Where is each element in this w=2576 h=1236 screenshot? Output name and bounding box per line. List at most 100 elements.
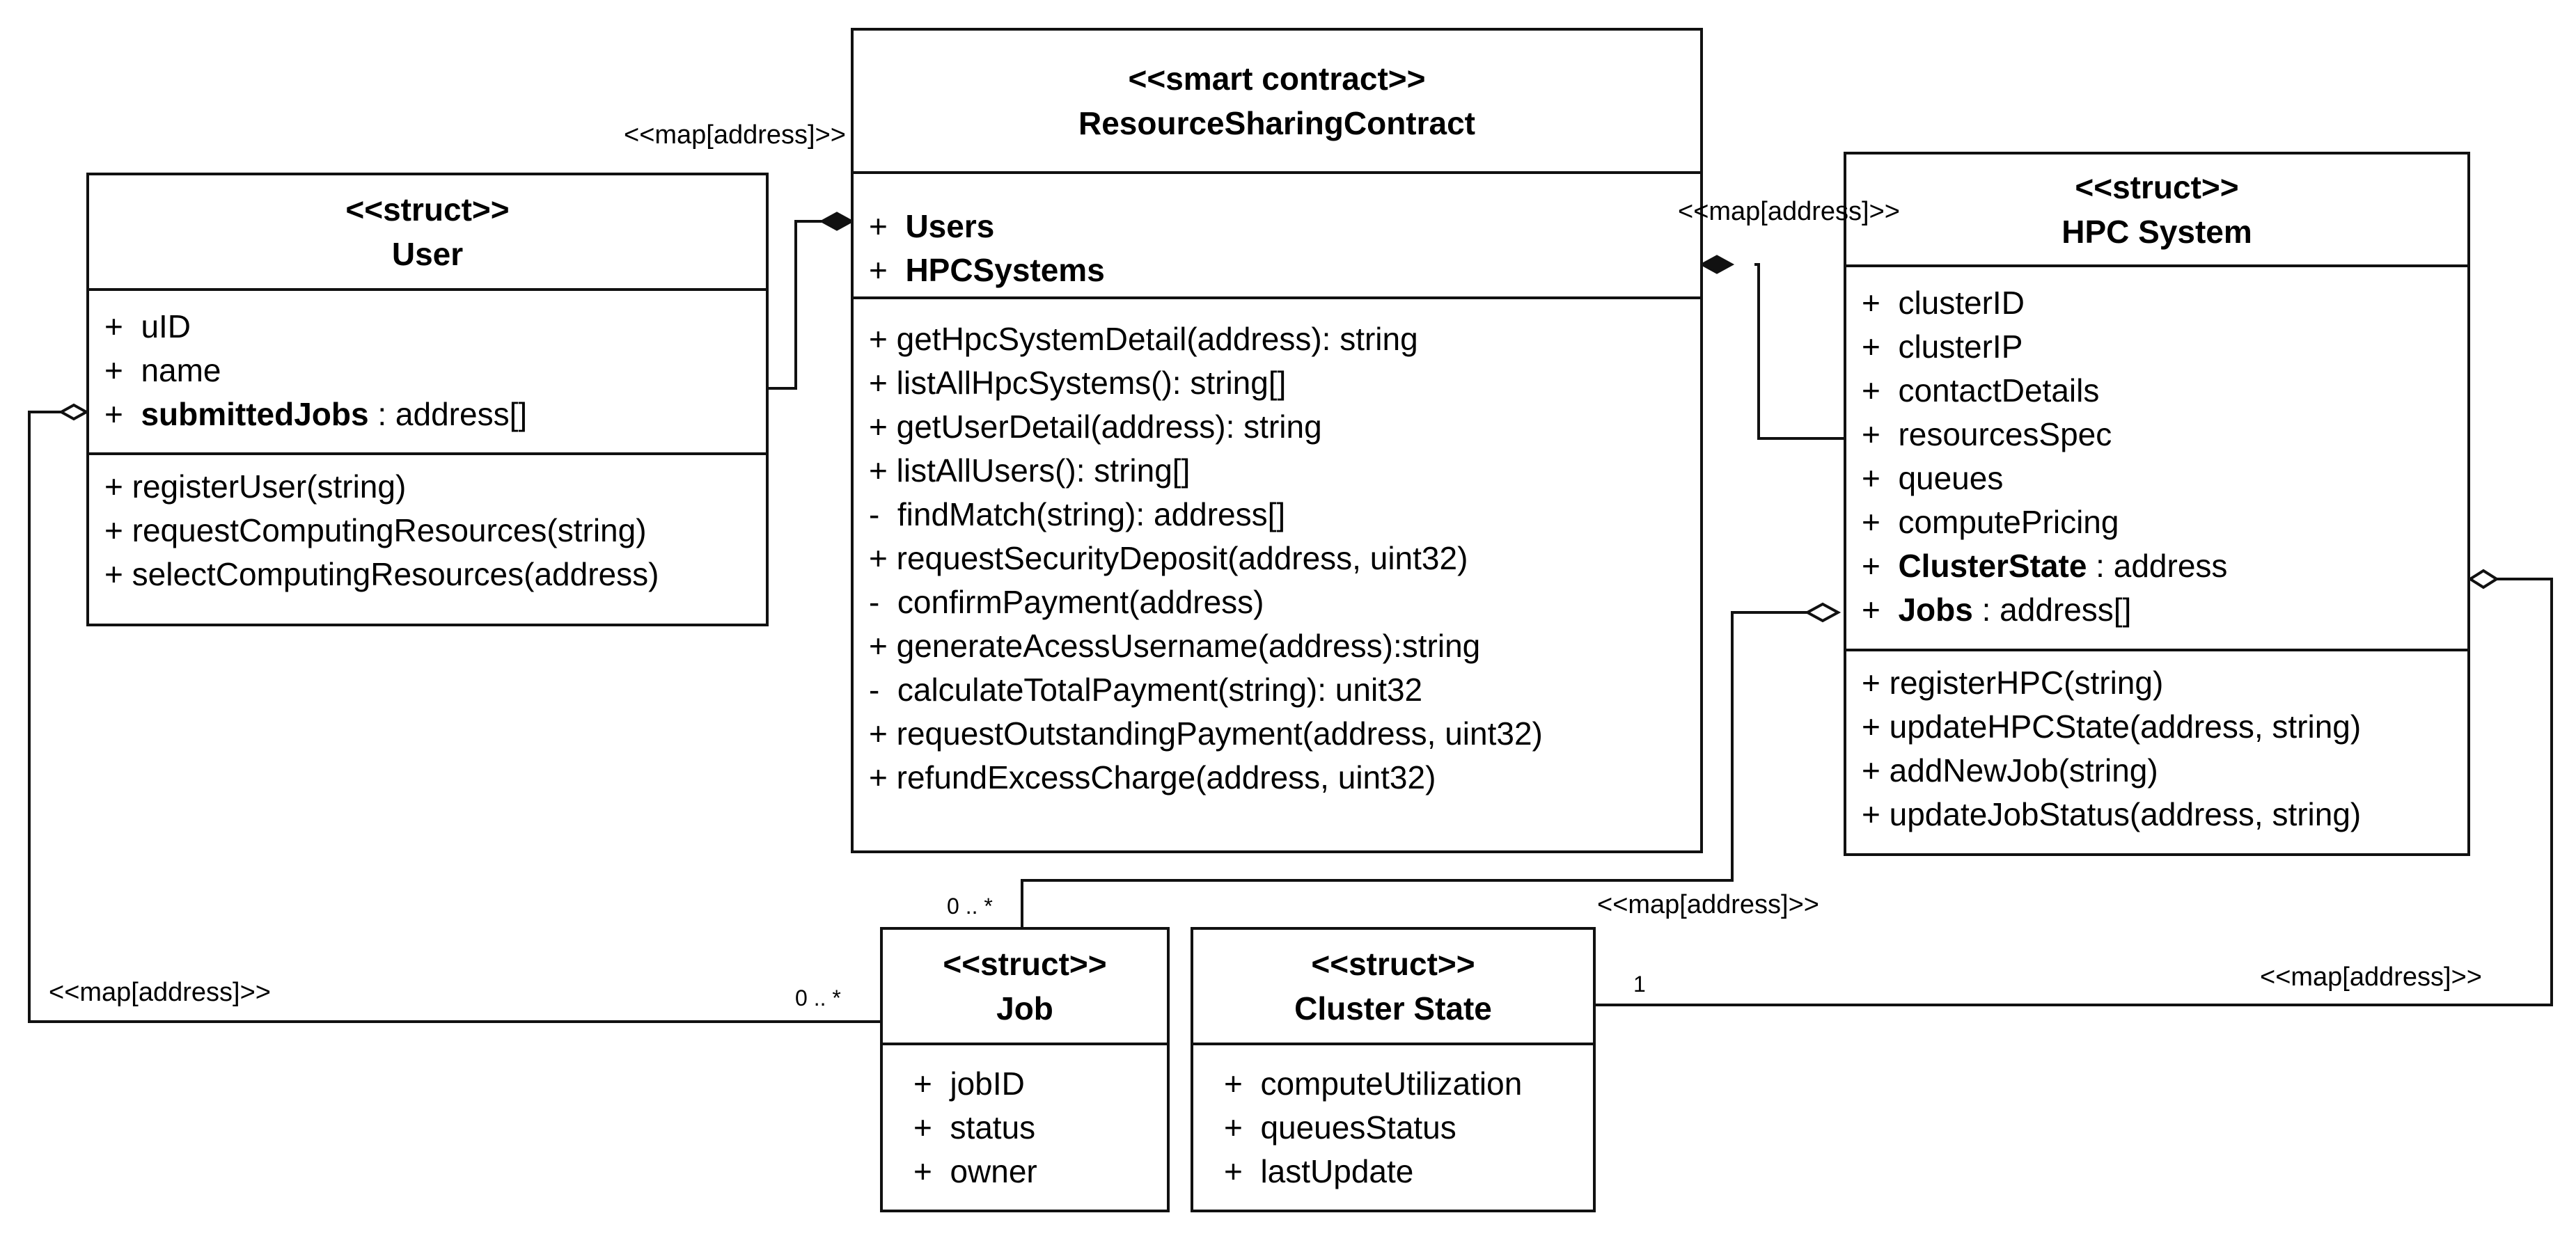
visibility-marker: + (104, 396, 141, 432)
attribute-row: + Jobs : address[] (1862, 588, 2467, 632)
attribute-name: submittedJobs (141, 396, 369, 432)
attribute-name: owner (950, 1153, 1037, 1189)
attribute-name: jobID (950, 1065, 1025, 1102)
attribute-row: + clusterID (1862, 281, 2467, 325)
multiplicity-job-left: 0 .. * (795, 985, 841, 1011)
visibility-marker: + (869, 252, 906, 288)
attribute-row: + computePricing (1862, 500, 2467, 544)
attributes-section: + computeUtilization+ queuesStatus+ last… (1193, 1045, 1593, 1194)
method-row: - findMatch(string): address[] (869, 496, 1286, 532)
attribute-type: : address (2087, 548, 2228, 584)
attribute-row: + computeUtilization (1224, 1062, 1593, 1106)
attribute-name: computePricing (1898, 504, 2119, 540)
attribute-row: + ClusterState : address (1862, 544, 2467, 588)
visibility-marker: + (104, 308, 141, 344)
class-hpc-system: <<struct>> HPC System + clusterID+ clust… (1844, 152, 2470, 856)
class-name: Cluster State (1294, 990, 1492, 1027)
attribute-name: computeUtilization (1260, 1065, 1523, 1102)
attribute-name: name (141, 352, 221, 388)
method-row: + requestOutstandingPayment(address, uin… (869, 715, 1543, 752)
class-job: <<struct>> Job + jobID+ status+ owner (880, 927, 1170, 1212)
attribute-row: + resourcesSpec (1862, 413, 2467, 457)
method-row: + updateHPCState(address, string) (1862, 708, 2362, 745)
label-map-hpc-job: <<map[address]>> (1597, 890, 1819, 919)
method-row: + addNewJob(string) (1862, 752, 2158, 789)
methods-section: + registerUser(string)+ requestComputing… (89, 455, 766, 596)
attribute-row: + Users (869, 205, 1700, 248)
class-cluster-state: <<struct>> Cluster State + computeUtiliz… (1191, 927, 1596, 1212)
visibility-marker: + (104, 352, 141, 388)
attribute-row: + lastUpdate (1224, 1150, 1593, 1194)
class-user: <<struct>> User + uID+ name+ submittedJo… (86, 173, 769, 626)
visibility-marker: + (913, 1109, 950, 1146)
method-row: + registerHPC(string) (1862, 665, 2164, 701)
label-map-hpc-cluster: <<map[address]>> (2260, 962, 2482, 992)
composition-diamond-hpc (1699, 255, 1735, 274)
class-stereotype: <<struct>> (1311, 946, 1475, 982)
attribute-row: + status (913, 1106, 1167, 1150)
class-header: <<struct>> HPC System (1846, 154, 2467, 267)
multiplicity-job-top: 0 .. * (947, 894, 993, 919)
visibility-marker: + (1862, 504, 1899, 540)
label-map-contract-hpc: <<map[address]>> (1678, 197, 1900, 226)
attribute-type: : address[] (1972, 592, 2132, 628)
attribute-type: : address[] (368, 396, 528, 432)
aggregation-diamond-hpc-cluster (2467, 569, 2499, 589)
visibility-marker: + (1224, 1153, 1261, 1189)
attribute-name: queuesStatus (1260, 1109, 1456, 1146)
visibility-marker: + (1862, 592, 1899, 628)
attribute-row: + queues (1862, 457, 2467, 500)
class-name: ResourceSharingContract (1078, 105, 1475, 141)
attribute-name: lastUpdate (1260, 1153, 1414, 1189)
method-row: + selectComputingResources(address) (104, 556, 659, 592)
visibility-marker: + (1862, 328, 1899, 365)
visibility-marker: + (1862, 285, 1899, 321)
label-map-contract-user: <<map[address]>> (624, 120, 846, 150)
attributes-section: + clusterID+ clusterIP+ contactDetails+ … (1846, 267, 2467, 651)
method-row: + requestSecurityDeposit(address, uint32… (869, 540, 1468, 576)
class-stereotype: <<struct>> (345, 191, 510, 228)
class-resource-sharing-contract: <<smart contract>> ResourceSharingContra… (851, 28, 1703, 853)
attribute-name: Jobs (1898, 592, 1973, 628)
connector-hpc-cluster (1593, 578, 2553, 1006)
method-row: + requestComputingResources(string) (104, 512, 647, 548)
aggregation-diamond-hpc-jobs (1804, 602, 1841, 623)
visibility-marker: + (1862, 372, 1899, 409)
attribute-row: + name (104, 349, 766, 393)
visibility-marker: + (1224, 1109, 1261, 1146)
visibility-marker: + (1862, 416, 1899, 452)
attribute-row: + clusterIP (1862, 325, 2467, 369)
methods-section: + getHpcSystemDetail(address): string+ l… (854, 299, 1700, 800)
attribute-name: status (950, 1109, 1036, 1146)
attribute-name: Users (905, 208, 995, 244)
attribute-name: HPCSystems (905, 252, 1105, 288)
class-name: Job (996, 990, 1053, 1027)
method-row: + refundExcessCharge(address, uint32) (869, 759, 1436, 795)
attribute-name: contactDetails (1898, 372, 2100, 409)
methods-section: + registerHPC(string) + updateHPCState(ad… (1846, 651, 2467, 837)
class-header: <<struct>> Job (883, 930, 1167, 1045)
connector-contract-hpc (1754, 263, 1846, 440)
visibility-marker: + (869, 208, 906, 244)
attribute-name: clusterIP (1898, 328, 2023, 365)
connector-user-job (28, 411, 883, 1023)
method-row: + updateJobStatus(address, string) (1862, 796, 2362, 832)
visibility-marker: + (1224, 1065, 1261, 1102)
visibility-marker: + (913, 1153, 950, 1189)
aggregation-diamond-user (58, 403, 90, 421)
attribute-row: + HPCSystems (869, 248, 1700, 292)
attribute-name: uID (141, 308, 191, 344)
attribute-row: + owner (913, 1150, 1167, 1194)
attributes-section: + jobID+ status+ owner (883, 1045, 1167, 1194)
attribute-name: resourcesSpec (1898, 416, 2112, 452)
attribute-row: + submittedJobs : address[] (104, 393, 766, 436)
class-header: <<smart contract>> ResourceSharingContra… (854, 31, 1700, 174)
class-name: User (391, 236, 464, 272)
attribute-row: + queuesStatus (1224, 1106, 1593, 1150)
method-row: - calculateTotalPayment(string): unit32 (869, 672, 1423, 708)
visibility-marker: + (1862, 548, 1899, 584)
method-row: + listAllHpcSystems(): string[] (869, 365, 1287, 401)
attributes-section: + Users+ HPCSystems (854, 174, 1700, 299)
